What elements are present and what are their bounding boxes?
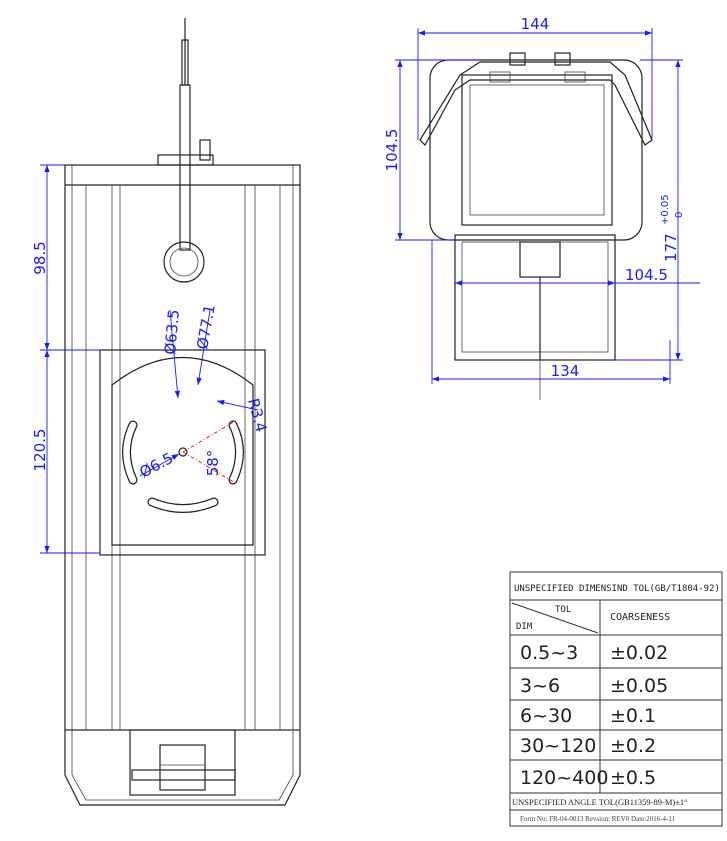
dim-dia-77-1: Ø77.1 <box>193 303 219 351</box>
mount-plate <box>99 349 266 556</box>
dim-98-5: 98.5 <box>31 241 49 274</box>
dim-177: 177 <box>662 233 680 262</box>
dim-dia-63-5: Ø63.5 <box>161 309 183 356</box>
dim-104-5-vertical: 104.5 <box>383 129 401 172</box>
table-tol-0: ±0.02 <box>610 642 668 664</box>
dim-177-tol-lower: 0 <box>674 212 685 218</box>
table-form-info: Form No: FR-04-0013 Revsion: REV0 Date:2… <box>520 815 676 823</box>
table-tol-1: ±0.05 <box>610 675 668 697</box>
left-dimensions: 98.5 120.5 Ø63.5 Ø77.1 R3.4 Ø6.5 58° <box>31 164 270 554</box>
table-col-header: COARSENESS <box>610 612 670 623</box>
table-title: UNSPECIFIED DIMENSIND TOL(GB/T1804-92) <box>514 584 720 594</box>
dim-177-tol-upper: +0.05 <box>660 194 671 225</box>
tolerance-table: UNSPECIFIED DIMENSIND TOL(GB/T1804-92) T… <box>509 571 723 827</box>
table-dim-0: 0.5~3 <box>520 642 578 664</box>
table-dim-4: 120~400 <box>520 767 608 789</box>
table-angle-tol: UNSPECIFIED ANGLE TOL(GB11359-89-M)±1° <box>512 797 688 807</box>
dim-144: 144 <box>521 15 550 33</box>
dim-134: 134 <box>551 362 580 380</box>
table-tol-2: ±0.1 <box>610 705 656 727</box>
table-corner-dim: DIM <box>516 622 533 632</box>
front-view-housing <box>419 52 653 400</box>
dim-120-5: 120.5 <box>31 429 49 472</box>
dim-angle-58: 58° <box>204 450 222 477</box>
dim-104-5-horizontal: 104.5 <box>625 266 668 284</box>
table-dim-2: 6~30 <box>520 705 572 727</box>
dim-dia-6-5: Ø6.5 <box>136 449 176 482</box>
cable-antenna <box>157 18 214 283</box>
table-tol-4: ±0.5 <box>610 767 656 789</box>
table-tol-3: ±0.2 <box>610 735 656 757</box>
table-dim-1: 3~6 <box>520 675 560 697</box>
dim-r3-4: R3.4 <box>244 396 270 434</box>
table-corner-tol: TOL <box>555 605 571 615</box>
side-view-housing <box>64 164 301 806</box>
right-dimensions: 144 104.5 177 +0.05 0 104.5 134 <box>383 15 700 384</box>
table-dim-3: 30~120 <box>520 735 596 757</box>
